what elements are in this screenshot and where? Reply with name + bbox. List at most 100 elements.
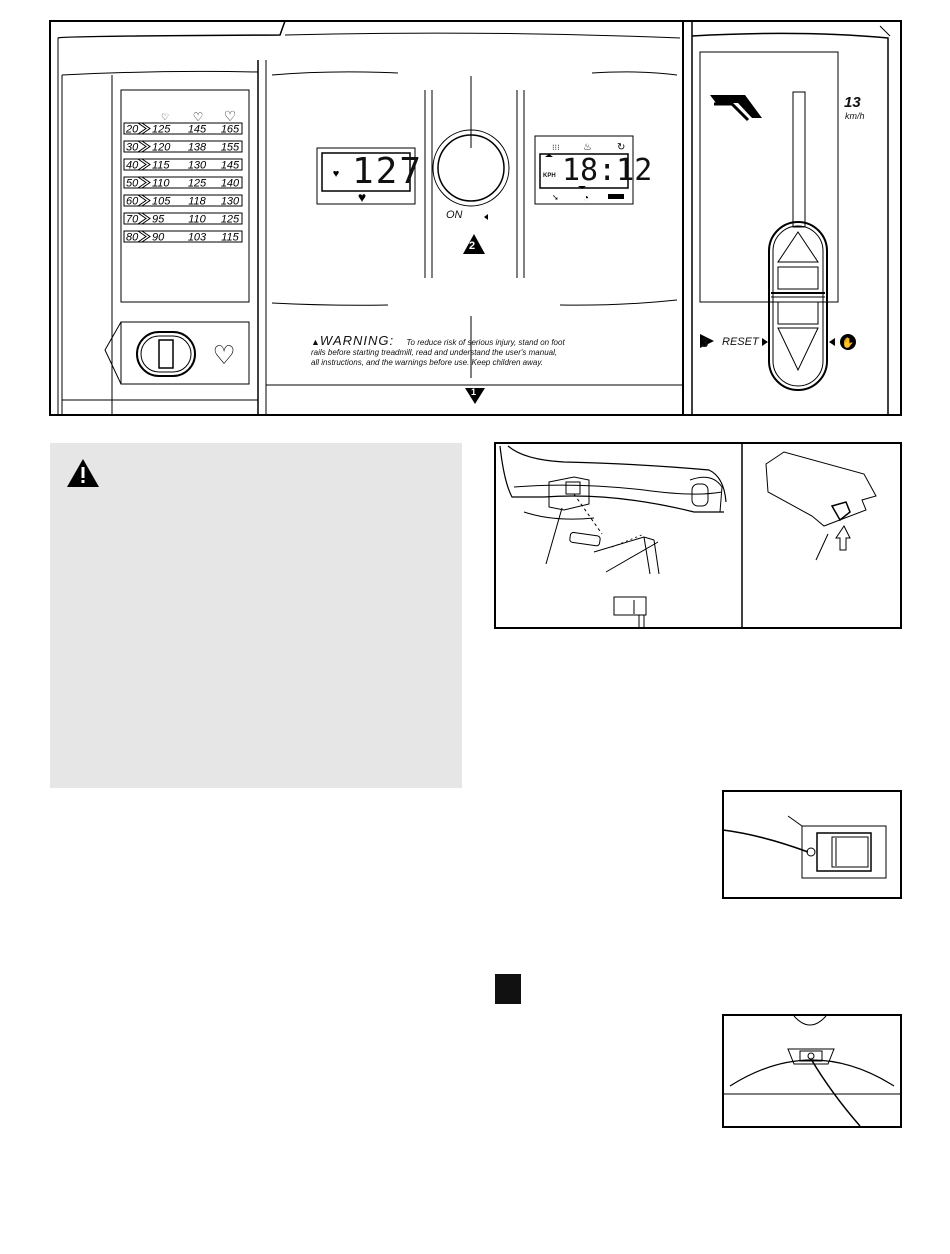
hr-age-cell: 40	[126, 160, 139, 172]
hr-zone3-cell: 140	[221, 178, 240, 190]
hr-zone1-cell: 105	[152, 196, 171, 208]
console-top-curve	[284, 32, 681, 39]
hr-zone2-cell: 138	[188, 142, 207, 154]
callout-1-triangle-icon	[465, 388, 485, 404]
hr-sensor-panel	[120, 321, 250, 385]
pulse-heart-icon: ♥	[333, 168, 340, 180]
hr-zone1-cell: 110	[152, 178, 170, 190]
hr-row-box	[123, 140, 243, 153]
speed-unit: km/h	[845, 111, 865, 121]
warning-box	[50, 443, 462, 788]
on-arrow-icon	[484, 214, 488, 220]
hr-zone2-cell: 110	[188, 214, 206, 226]
pulse-heart-large-icon: ♥	[358, 189, 366, 205]
caution-triangle-icon	[67, 459, 99, 487]
callout-3-number: 3	[701, 335, 709, 350]
warning-label: ▲WARNING: To reduce risk of serious inju…	[311, 333, 631, 368]
hr-age-cell: 50	[126, 178, 139, 190]
reset-label[interactable]: RESET	[722, 336, 759, 348]
warning-icon: ▲	[311, 337, 320, 347]
hr-row-box	[123, 230, 243, 243]
hr-row-box	[123, 122, 243, 135]
warning-line2: rails before starting treadmill, read an…	[311, 348, 558, 357]
stop-hand-icon[interactable]	[840, 334, 856, 350]
hr-sensor-pad	[158, 339, 174, 369]
hr-zone2-cell: 125	[188, 178, 207, 190]
hr-zone3-cell: 115	[221, 232, 239, 244]
outlet-illustration	[722, 1014, 902, 1128]
time-readout: 18:12	[562, 153, 653, 188]
time-display-screen	[539, 153, 629, 189]
hr-age-cell: 60	[126, 196, 139, 208]
heart-small-icon: ♡	[161, 112, 169, 122]
distance-icon	[608, 194, 624, 199]
heart-large-icon: ♡	[224, 108, 237, 124]
hr-zone1-cell: 125	[152, 124, 171, 136]
svg-text:✋: ✋	[842, 336, 854, 349]
brand-logo-icon	[710, 95, 762, 118]
hr-row-chevron-icon	[137, 212, 151, 225]
time-display-bezel	[534, 135, 634, 205]
step-marker	[495, 974, 521, 1004]
reset-arrow-icon	[762, 338, 768, 346]
heart-outline-icon: ♡	[212, 340, 235, 370]
hr-row-box	[123, 176, 243, 189]
hr-zone3-cell: 125	[221, 214, 240, 226]
stop-arrow-icon	[829, 338, 835, 346]
hr-age-cell: 20	[125, 124, 139, 136]
callout-1-number: 1	[471, 387, 477, 397]
hr-zone1-cell: 120	[152, 142, 171, 154]
hr-sensor-outer	[136, 331, 196, 377]
kph-label: KPH	[543, 173, 556, 179]
dots-icon: ⁝⁝⁝	[552, 143, 560, 152]
hr-zone3-cell: 145	[221, 160, 240, 172]
hr-zone3-cell: 130	[221, 196, 240, 208]
hr-zone3-cell: 155	[221, 142, 240, 154]
hr-zone1-cell: 90	[152, 232, 165, 244]
hr-row-chevron-icon	[137, 158, 151, 171]
hr-row-chevron-icon	[137, 140, 151, 153]
hr-row-chevron-icon	[137, 194, 151, 207]
speed-value: 13	[844, 94, 861, 111]
hr-age-cell: 30	[126, 142, 139, 154]
hr-row-chevron-icon	[137, 230, 151, 243]
hr-zone3-cell: 165	[221, 124, 240, 136]
hr-row-chevron-icon	[137, 122, 151, 135]
hr-row-box	[123, 158, 243, 171]
flame-icon: ♨	[583, 142, 592, 153]
console-top-edge	[57, 20, 286, 39]
callout-2-triangle-icon	[463, 234, 485, 254]
hr-zone2-cell: 130	[188, 160, 207, 172]
power-switch	[816, 832, 872, 872]
speed-down-button[interactable]	[777, 301, 819, 325]
hr-row-box	[123, 212, 243, 225]
pulse-display-screen	[321, 152, 411, 192]
callout-3-arrow-icon	[700, 334, 714, 348]
pulse-display-bezel	[316, 147, 416, 205]
hr-zone1-cell: 115	[152, 160, 170, 172]
hr-row-box	[123, 194, 243, 207]
power-switch-illustration	[722, 790, 902, 899]
hr-table: 20 125 145 165 30 120 138 155 40 115 130 145 50 110 12…	[123, 122, 243, 244]
hr-zone2-cell: 145	[188, 124, 207, 136]
speed-control-rocker[interactable]	[768, 221, 828, 391]
hr-zone1-cell: 95	[152, 214, 165, 226]
speed-slider-track[interactable]	[792, 91, 806, 228]
hr-zone2-cell: 118	[188, 196, 206, 208]
refresh-icon: ↻	[617, 142, 625, 153]
heart-medium-icon: ♡	[193, 110, 204, 124]
speed-down-arrow-icon[interactable]	[777, 327, 819, 372]
pulse-readout: 127	[352, 151, 424, 192]
key-clip-illustration	[494, 442, 902, 629]
hr-row-chevron-icon	[137, 176, 151, 189]
speed-up-button[interactable]	[777, 266, 819, 290]
speed-up-arrow-icon[interactable]	[777, 231, 819, 263]
console-diagram: ♡ ♡ ♡ ♡ ♥ ♥ ⁝⁝⁝ ♨ ↻ ➘ ◔	[49, 20, 902, 416]
console-frame	[49, 20, 902, 416]
callout-2-number: 2	[469, 240, 476, 252]
warning-heading: WARNING:	[319, 333, 395, 348]
hr-zone2-cell: 103	[188, 232, 207, 244]
warning-line1: To reduce risk of serious injury, stand …	[406, 338, 565, 347]
hr-table-panel	[120, 89, 250, 303]
clock-icon: ◔	[583, 193, 589, 204]
